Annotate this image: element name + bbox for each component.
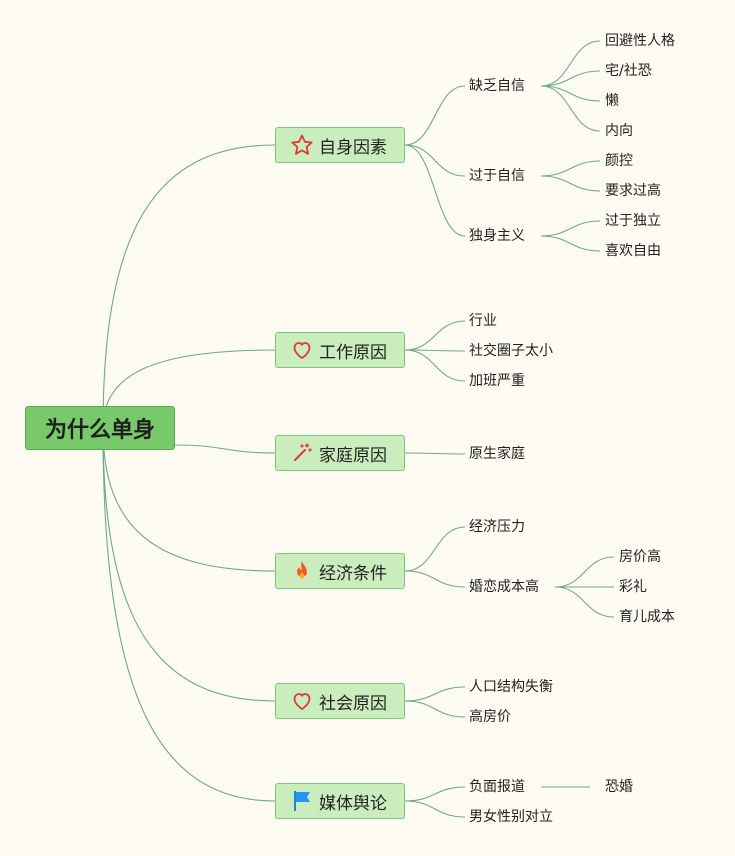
leaf-link-2-1: [540, 235, 601, 252]
leaf-link-1-1: [540, 175, 601, 192]
root-link-4: [102, 427, 276, 702]
leaf-childcare-cost[interactable]: 育儿成本: [619, 609, 675, 625]
topic-family-reasons[interactable]: 家庭原因: [275, 435, 405, 471]
topic-link-3-0: [404, 526, 466, 572]
leaf-too-independent[interactable]: 过于独立: [605, 213, 661, 229]
subtopic-small-social-circle[interactable]: 社交圈子太小: [469, 343, 553, 359]
topic-link-2-0: [404, 452, 466, 455]
heart-icon: [290, 338, 314, 362]
topic-link-4-0: [404, 686, 466, 702]
leaf-link-0-2: [540, 85, 601, 102]
topic-link-1-0: [404, 320, 466, 351]
leaf-link-0-3: [540, 85, 601, 132]
subtopic-population-imbalance[interactable]: 人口结构失衡: [469, 679, 553, 695]
fire-icon: [290, 559, 314, 583]
leaf-lazy[interactable]: 懒: [605, 93, 619, 109]
leaf-avoidant-personality[interactable]: 回避性人格: [605, 33, 675, 49]
leaf-high-standards[interactable]: 要求过高: [605, 183, 661, 199]
root-link-5: [102, 427, 276, 802]
topic-label: 自身因素: [319, 137, 387, 158]
topic-link-4-1: [404, 700, 466, 718]
topic-link-3-1: [404, 570, 466, 588]
subtopic-economic-pressure[interactable]: 经济压力: [469, 519, 525, 535]
leaf-link-2-0: [540, 220, 601, 237]
root-link-2: [174, 444, 276, 454]
leaf-introverted[interactable]: 内向: [605, 123, 633, 139]
leaf-fear-of-marriage[interactable]: 恐婚: [605, 779, 633, 795]
central-topic[interactable]: 为什么单身: [25, 406, 175, 450]
topic-link-1-2: [404, 349, 466, 382]
leaf-link-0-0: [540, 40, 601, 87]
topic-link-0-2: [404, 144, 466, 237]
leaf-love-freedom[interactable]: 喜欢自由: [605, 243, 661, 259]
root-link-0: [102, 144, 276, 429]
subtopic-overtime[interactable]: 加班严重: [469, 373, 525, 389]
topic-work-reasons[interactable]: 工作原因: [275, 332, 405, 368]
subtopic-high-housing-price[interactable]: 高房价: [469, 709, 511, 725]
heart-icon: [290, 689, 314, 713]
subtopic-industry[interactable]: 行业: [469, 313, 497, 329]
topic-media-opinion[interactable]: 媒体舆论: [275, 783, 405, 819]
topic-label: 媒体舆论: [319, 793, 387, 814]
subtopic-lack-confidence[interactable]: 缺乏自信: [469, 78, 525, 94]
magic-wand-icon: [290, 441, 314, 465]
topic-link-0-1: [404, 144, 466, 177]
subtopic-negative-reports[interactable]: 负面报道: [469, 779, 525, 795]
topic-label: 工作原因: [319, 342, 387, 363]
subtopic-celibacy[interactable]: 独身主义: [469, 228, 525, 244]
leaf-link-0-1: [540, 70, 601, 87]
leaf-link-1-0: [540, 160, 601, 177]
topic-social-reasons[interactable]: 社会原因: [275, 683, 405, 719]
leaf-betrothal-gift[interactable]: 彩礼: [619, 579, 647, 595]
leaf-link-3-0: [554, 556, 615, 588]
subtopic-overconfidence[interactable]: 过于自信: [469, 168, 525, 184]
topic-link-0-0: [404, 85, 466, 146]
flag-icon: [290, 789, 314, 813]
subtopic-gender-antagonism[interactable]: 男女性别对立: [469, 809, 553, 825]
topic-link-5-0: [404, 786, 466, 802]
topic-self-factors[interactable]: 自身因素: [275, 127, 405, 163]
root-link-3: [102, 427, 276, 572]
topic-link-5-1: [404, 800, 466, 818]
leaf-looks-obsessed[interactable]: 颜控: [605, 153, 633, 169]
subtopic-family-of-origin[interactable]: 原生家庭: [469, 446, 525, 462]
topic-label: 家庭原因: [319, 445, 387, 466]
topic-economic-conditions[interactable]: 经济条件: [275, 553, 405, 589]
subtopic-high-marriage-cost[interactable]: 婚恋成本高: [469, 579, 539, 595]
topic-label: 经济条件: [319, 563, 387, 584]
star-icon: [290, 133, 314, 157]
leaf-high-house-price[interactable]: 房价高: [619, 549, 661, 565]
topic-label: 社会原因: [319, 693, 387, 714]
leaf-link-3-2: [554, 586, 615, 618]
leaf-homebody-social-anxiety[interactable]: 宅/社恐: [605, 63, 652, 79]
